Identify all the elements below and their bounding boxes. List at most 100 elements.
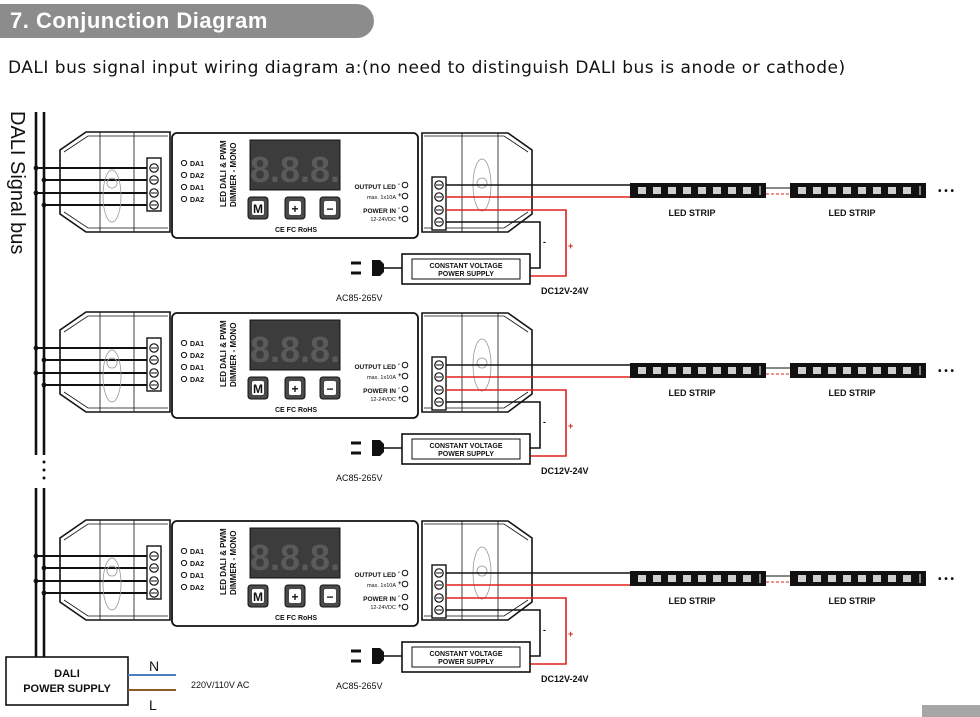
led-strip-1 <box>630 183 766 198</box>
led-segment <box>638 575 646 582</box>
seven-segment-display <box>249 527 341 579</box>
strip-label-1: LED STRIP <box>668 596 715 606</box>
input-terminal-screw <box>149 175 159 185</box>
output-terminal-block <box>431 564 447 619</box>
led-segment <box>903 367 911 374</box>
ac-label: AC85-265V <box>336 681 383 691</box>
led-segment <box>858 367 866 374</box>
psu-minus-mark: - <box>543 237 546 247</box>
dali-bus: DALI Signal bus <box>6 111 46 705</box>
bus-continuation-dot <box>42 460 46 464</box>
certification-marks: CE FC RoHS <box>275 615 317 622</box>
polarity-mark: + <box>398 216 402 222</box>
led-segment <box>813 187 821 194</box>
power-wire-minus <box>446 221 541 269</box>
strip-label-2: LED STRIP <box>828 596 875 606</box>
bus-tap-junction <box>41 382 47 388</box>
output-terminal-marker <box>401 181 409 189</box>
power-wire-plus <box>446 597 567 665</box>
cv-power-supply-label-box <box>411 258 521 280</box>
left-bracket <box>59 519 171 621</box>
led-segment <box>698 575 706 582</box>
da-label: DA2 <box>190 173 204 180</box>
led-strip-2 <box>790 363 926 378</box>
bus-label: DALI Signal bus <box>6 111 28 254</box>
button-face <box>252 201 264 215</box>
input-terminal-screw <box>149 343 159 353</box>
led-segment <box>683 187 691 194</box>
input-terminal-screw <box>149 563 159 573</box>
dc-label: DC12V-24V <box>541 466 589 476</box>
psu-plus-mark: + <box>568 629 573 639</box>
da-label: DA2 <box>190 377 204 384</box>
dali-psu-label-1: DALI <box>54 668 80 680</box>
model-line-2: DIMMER - MONO <box>229 323 238 387</box>
subtitle: DALI bus signal input wiring diagram a:(… <box>8 58 846 78</box>
led-segment <box>798 575 806 582</box>
led-segment <box>843 367 851 374</box>
dali-psu-label-2: POWER SUPPLY <box>23 683 111 695</box>
right-bracket-inner <box>424 135 529 229</box>
bus-tap-junction <box>41 202 47 208</box>
led-segment <box>828 187 836 194</box>
da-terminal-marker <box>180 547 188 555</box>
certification-marks: CE FC RoHS <box>275 227 317 234</box>
strip-label-1: LED STRIP <box>668 388 715 398</box>
cv-psu-label-2: POWER SUPPLY <box>438 271 494 278</box>
dc-label: DC12V-24V <box>541 286 589 296</box>
power-rating: 12-24VDC <box>370 217 396 223</box>
right-bracket-inner <box>424 523 529 617</box>
line-label: L <box>149 697 157 713</box>
button-label: M <box>253 202 263 216</box>
output-rating: max. 1x10A <box>367 195 396 201</box>
dali-psu-box <box>5 656 129 706</box>
button-face <box>252 589 264 603</box>
button-face <box>324 201 336 215</box>
button-face <box>289 201 301 215</box>
da-terminal-marker <box>180 195 188 203</box>
output-led-label: OUTPUT LED <box>354 572 396 579</box>
mains-label: 220V/110V AC <box>191 680 250 690</box>
input-terminal-screw <box>149 551 159 561</box>
led-segment <box>888 367 896 374</box>
output-terminal-marker <box>401 385 409 393</box>
da-terminal-marker <box>180 183 188 191</box>
led-segment <box>743 367 751 374</box>
led-strip-1 <box>630 571 766 586</box>
power-wire-minus <box>446 609 541 657</box>
led-segment <box>903 575 911 582</box>
strip-continuation: • • • <box>938 366 955 377</box>
polarity-mark: + <box>398 373 402 379</box>
da-terminal-marker <box>180 571 188 579</box>
model-line-1: LED DALI & PWM <box>219 140 228 207</box>
output-led-label: OUTPUT LED <box>354 364 396 371</box>
led-segment <box>798 367 806 374</box>
neutral-label: N <box>149 658 159 674</box>
output-terminal-marker <box>401 361 409 369</box>
input-terminal-screw <box>149 588 159 598</box>
input-terminal-screw <box>149 576 159 586</box>
input-terminal-screw <box>149 163 159 173</box>
led-segment <box>798 187 806 194</box>
strip-label-1: LED STRIP <box>668 208 715 218</box>
polarity-mark: - <box>398 570 400 576</box>
da-label: DA1 <box>190 365 204 372</box>
model-line-2: DIMMER - MONO <box>229 531 238 595</box>
left-bracket <box>59 311 171 413</box>
input-terminal-screw <box>149 355 159 365</box>
bus-continuation-dot <box>42 468 46 472</box>
da-terminal-marker <box>180 159 188 167</box>
left-bracket-inner <box>63 135 168 229</box>
left-screw-hole <box>106 177 118 189</box>
input-terminal-screw <box>149 188 159 198</box>
right-bracket <box>421 520 533 621</box>
output-terminal-marker <box>401 215 409 223</box>
seven-segment-display <box>249 319 341 371</box>
cv-psu-label-2: POWER SUPPLY <box>438 451 494 458</box>
model-line-2: DIMMER - MONO <box>229 143 238 207</box>
right-screw-hole <box>476 565 488 577</box>
page-corner-tab <box>922 705 980 717</box>
output-terminal-screw <box>434 205 444 215</box>
led-segment <box>683 367 691 374</box>
